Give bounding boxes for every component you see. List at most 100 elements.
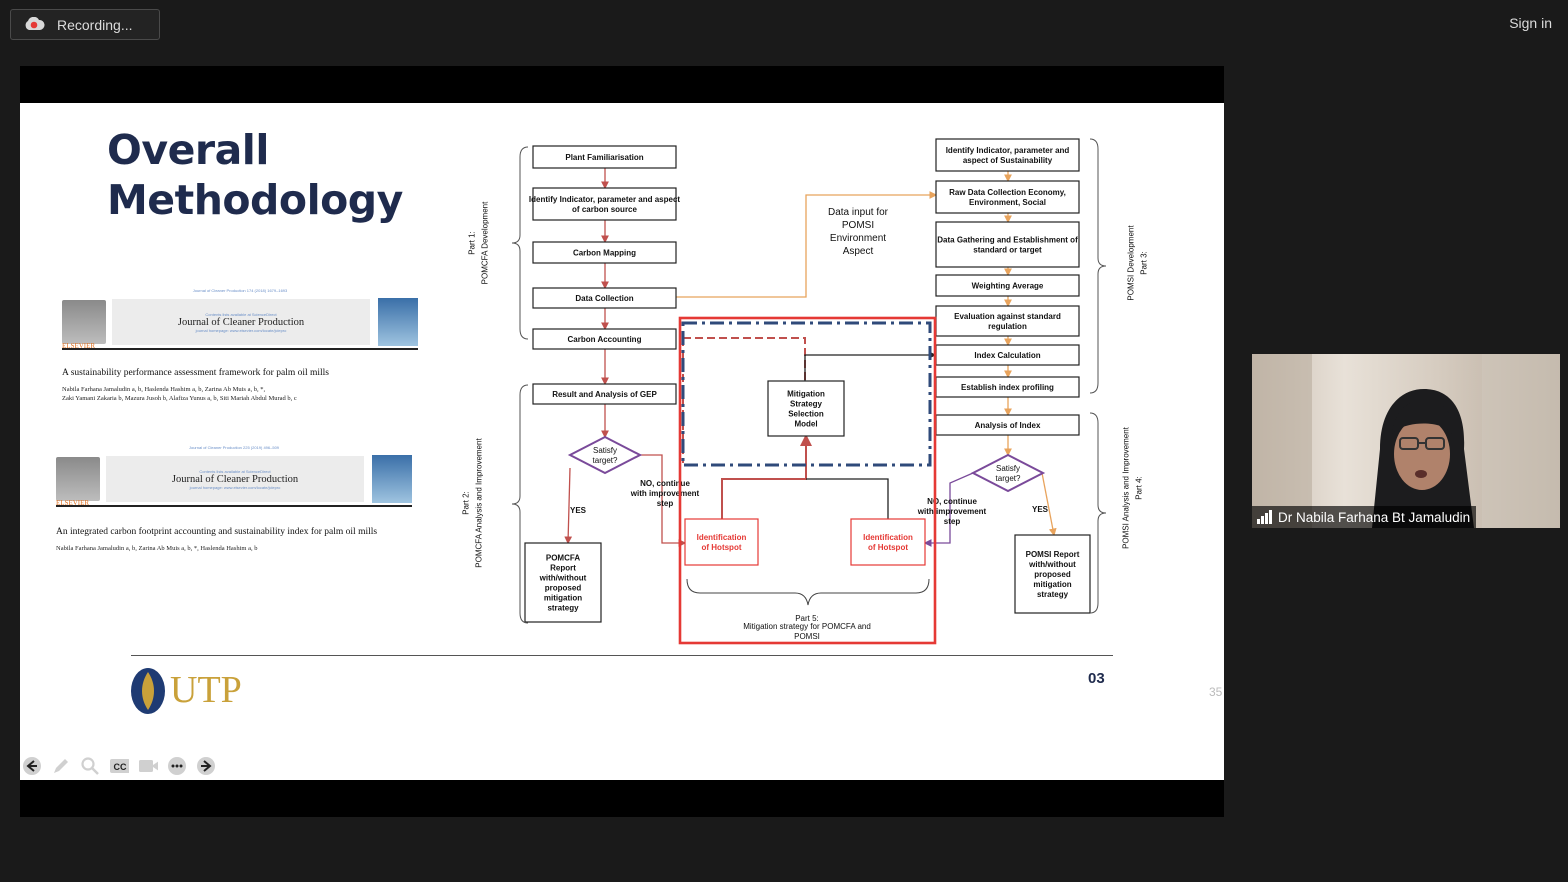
camera-icon[interactable] [138, 756, 158, 776]
right-step-box-label: Analysis of Index [975, 421, 1041, 430]
journal-citation: Journal of Cleaner Production 174 (2018)… [192, 288, 288, 293]
hotspot-box-right [850, 518, 926, 566]
left-step-box-label: Carbon Accounting [568, 335, 642, 344]
slide-toolbar: CC [22, 756, 216, 776]
connector-line [721, 434, 812, 519]
right-step-box-label: Establish index profiling [961, 383, 1054, 392]
part2-label: Part 2:POMCFA Analysis and Improvement [461, 438, 483, 568]
journal-name: Journal of Cleaner Production [171, 473, 299, 485]
yes-label-left: YES [570, 506, 587, 515]
paper-authors: Nabila Farhana Jamaludin a, b, Zarina Ab… [56, 544, 412, 553]
slide-title-line1: Overall [107, 126, 269, 174]
mitigation-frame [678, 316, 937, 645]
recording-indicator[interactable]: Recording... [10, 9, 160, 40]
part2-brace [511, 384, 529, 624]
paper-title: An integrated carbon footprint accountin… [56, 527, 378, 537]
more-icon[interactable] [167, 756, 187, 776]
flowchart-connectors [564, 168, 1057, 547]
yes-label-right: YES [1032, 505, 1049, 514]
left-step-box [532, 287, 677, 309]
recording-label: Recording... [57, 16, 133, 33]
right-report-box [1014, 534, 1091, 614]
mitigation-model-box [767, 380, 845, 437]
part3-brace [1089, 138, 1107, 394]
journal-homepage: journal homepage: www.elsevier.com/locat… [189, 484, 281, 490]
left-report-box [524, 542, 602, 623]
right-step-box [935, 138, 1080, 172]
right-step-box-label: Weighting Average [972, 281, 1044, 290]
slide-title: Overall Methodology [107, 125, 403, 225]
screen-share: Overall Methodology Journal of Cleaner P… [20, 66, 1224, 817]
footer-divider [131, 655, 1113, 656]
right-step-box-label: Raw Data Collection Economy,Environment,… [949, 188, 1066, 207]
connector-line [923, 472, 974, 547]
left-step-box-label: Plant Familiarisation [565, 153, 643, 162]
pen-icon[interactable] [51, 756, 71, 776]
left-step-box [532, 187, 677, 221]
left-step-box [532, 383, 677, 405]
publisher-name: ELSEVIER [62, 342, 96, 350]
left-step-box-label: Data Collection [575, 294, 633, 303]
left-step-box-label: Carbon Mapping [573, 248, 636, 257]
participant-video[interactable]: Dr Nabila Farhana Bt Jamaludin [1252, 354, 1560, 528]
paper-card-1: Journal of Cleaner Production 174 (2018)… [62, 288, 418, 403]
previous-icon[interactable] [22, 756, 42, 776]
paper-authors: Nabila Farhana Jamaludin a, b, Haslenda … [62, 385, 418, 403]
authors-line: Nabila Farhana Jamaludin a, b, Haslenda … [62, 386, 266, 393]
left-step-box-label: Identify Indicator, parameter and aspect… [529, 195, 680, 214]
left-step-box [532, 328, 677, 350]
signal-icon [1257, 510, 1272, 524]
captions-label: CC [114, 762, 127, 772]
utp-logo-text: UTP [170, 669, 242, 711]
publisher-name: ELSEVIER [56, 499, 90, 507]
journal-contents: Contents lists available at ScienceDirec… [205, 311, 277, 317]
left-decision-diamond [567, 435, 643, 475]
journal-citation: Journal of Cleaner Production 225 (2019)… [188, 445, 280, 450]
connector-line [806, 478, 889, 519]
right-step-box-label: Index Calculation [974, 351, 1040, 360]
journal-name: Journal of Cleaner Production [177, 316, 305, 328]
journal-cover [372, 455, 412, 503]
right-step-box [935, 274, 1080, 297]
connector-line [683, 337, 806, 381]
recording-icon [23, 16, 45, 33]
journal-homepage: journal homepage: www.elsevier.com/locat… [195, 327, 287, 333]
part4-brace [1089, 412, 1107, 614]
journal-banner: ELSEVIER Contents lists available at Sci… [62, 296, 418, 350]
part5-label: Part 5: [795, 614, 819, 623]
authors-line: Nabila Farhana Jamaludin a, b, Zarina Ab… [56, 545, 258, 552]
journal-cover [378, 298, 418, 346]
page-number: 03 [1088, 670, 1105, 687]
part1-label: Part 1:POMCFA Development [467, 201, 489, 284]
left-step-box-label: Result and Analysis of GEP [552, 390, 657, 399]
next-icon[interactable] [196, 756, 216, 776]
connector-line [640, 454, 687, 547]
presentation-slide: Overall Methodology Journal of Cleaner P… [20, 103, 1224, 780]
connector-line [1041, 472, 1057, 537]
zoom-icon[interactable] [80, 756, 100, 776]
captions-icon[interactable]: CC [109, 756, 129, 776]
paper-title: A sustainability performance assessment … [62, 368, 329, 378]
slide-counter: 35 [1209, 685, 1223, 699]
sign-in-link[interactable]: Sign in [1509, 15, 1552, 31]
paper-card-2: Journal of Cleaner Production 225 (2019)… [56, 445, 412, 553]
journal-contents: Contents lists available at ScienceDirec… [199, 468, 271, 474]
authors-line: Zaki Yamani Zakaria b, Mazura Jusoh b, A… [62, 395, 297, 402]
part5-brace [686, 578, 930, 606]
